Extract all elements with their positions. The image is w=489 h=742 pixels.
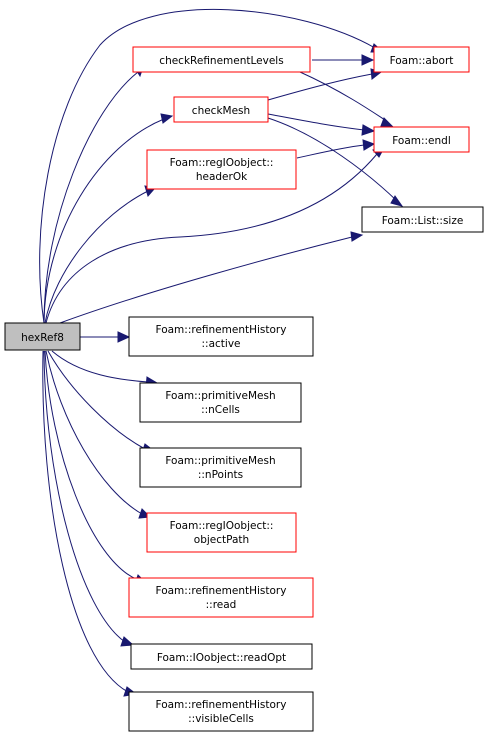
arrowhead-listsize-from-hexref8: [350, 231, 364, 242]
node-label-line2: ::nPoints: [198, 469, 243, 481]
node-regioobject-objectpath[interactable]: Foam::regIOobject:: objectPath: [146, 512, 297, 553]
node-label-line2: objectPath: [194, 534, 249, 546]
arrowhead-readopt: [120, 636, 135, 647]
arrowhead-abort-from-checkrefinementlevels: [361, 54, 375, 66]
edge-checkmesh-to-listsize: [267, 117, 398, 202]
node-regioobject-headerok[interactable]: Foam::regIOobject:: headerOk: [146, 149, 297, 190]
node-primitivemesh-ncells[interactable]: Foam::primitiveMesh ::nCells: [139, 382, 302, 423]
node-ioobject-readopt[interactable]: Foam::IOobject::readOpt: [130, 643, 313, 670]
edge-hexref8-to-read: [44, 350, 139, 581]
node-hexref8[interactable]: hexRef8: [4, 322, 81, 351]
node-refinementhistory-active[interactable]: Foam::refinementHistory ::active: [128, 316, 314, 357]
edge-checkmesh-to-abort: [267, 73, 373, 101]
edge-hexref8-to-readopt: [43, 350, 126, 643]
node-primitivemesh-npoints[interactable]: Foam::primitiveMesh ::nPoints: [139, 447, 302, 488]
node-label: Foam::endl: [392, 135, 451, 147]
edge-headerok-to-endl: [296, 144, 365, 159]
edge-hexref8-to-checkrefinementlevels: [43, 71, 139, 324]
arrowhead-endl-from-checkmesh: [361, 124, 376, 136]
arrowhead-endl-from-checkrefinementlevels: [380, 117, 394, 127]
arrowhead-active: [117, 331, 131, 343]
node-refinementhistory-visiblecells[interactable]: Foam::refinementHistory ::visibleCells: [128, 691, 314, 732]
node-label-line1: Foam::primitiveMesh: [165, 390, 275, 402]
node-label: Foam::List::size: [382, 215, 464, 227]
node-label-line1: Foam::regIOobject::: [170, 520, 274, 532]
node-label-line2: ::visibleCells: [188, 713, 254, 725]
node-label-line1: Foam::regIOobject::: [170, 157, 274, 169]
node-label-line2: ::read: [206, 599, 237, 611]
node-label-line2: ::active: [202, 338, 241, 350]
edge-hexref8-to-objectpath: [45, 350, 143, 515]
edge-checkrefinementlevels-to-endl: [299, 71, 389, 123]
node-label: checkMesh: [192, 105, 250, 117]
edge-hexref8-to-abort: [39, 8, 376, 324]
edges: [39, 8, 398, 693]
arrowhead-endl-from-headerok: [362, 139, 376, 151]
node-foam-abort[interactable]: Foam::abort: [373, 46, 470, 73]
edge-checkmesh-to-endl: [267, 113, 365, 131]
node-refinementhistory-read[interactable]: Foam::refinementHistory ::read: [128, 577, 314, 618]
node-label-line1: Foam::refinementHistory: [156, 324, 287, 336]
edge-hexref8-to-checkmesh: [43, 118, 165, 324]
node-foam-endl[interactable]: Foam::endl: [373, 126, 470, 153]
node-label: hexRef8: [21, 332, 64, 344]
edge-hexref8-to-ncells: [51, 350, 149, 383]
node-check-refinement-levels[interactable]: checkRefinementLevels: [132, 46, 311, 73]
node-label-line2: headerOk: [196, 171, 248, 183]
node-check-mesh[interactable]: checkMesh: [173, 96, 269, 123]
edge-hexref8-to-npoints: [47, 350, 146, 450]
node-label-line1: Foam::refinementHistory: [156, 699, 287, 711]
node-label: checkRefinementLevels: [159, 55, 283, 67]
node-label-line1: Foam::primitiveMesh: [165, 455, 275, 467]
edge-hexref8-to-visiblecells: [42, 350, 129, 693]
node-label-line1: Foam::refinementHistory: [156, 585, 287, 597]
node-label: Foam::IOobject::readOpt: [157, 652, 286, 664]
arrowhead-listsize-from-checkmesh: [390, 195, 404, 207]
edge-hexref8-to-endl: [45, 153, 378, 324]
node-label-line2: ::nCells: [201, 404, 240, 416]
edge-hexref8-to-headerok: [44, 190, 149, 324]
node-list-size[interactable]: Foam::List::size: [361, 206, 484, 233]
node-label: Foam::abort: [390, 55, 454, 67]
edge-hexref8-to-listsize: [59, 236, 353, 324]
arrowhead-checkmesh: [160, 113, 174, 124]
